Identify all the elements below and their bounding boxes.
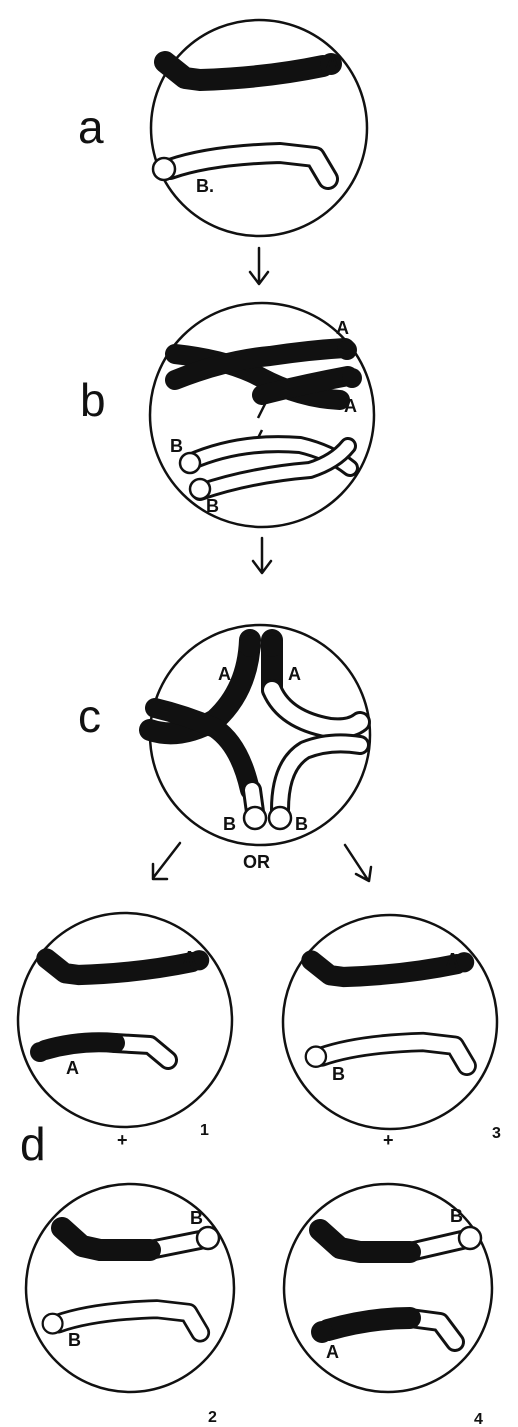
stage-label-d: d [20,1118,46,1170]
label-a-b2: A [344,396,357,416]
number-2: 2 [208,1409,217,1426]
cell-d1 [18,913,232,1127]
plus-right: + [383,1130,394,1150]
label-a-b1: A [336,318,349,338]
label-a-d1b: A [66,1058,79,1078]
label-a-d4: A [326,1342,339,1362]
label-a-d1a: A [183,948,196,968]
label-a-d3: A [446,950,459,970]
label-b-d4: B [450,1206,463,1226]
stage-label-a: a [78,101,104,153]
label-b-c2: B [295,814,308,834]
or-label: OR [243,852,270,872]
number-4: 4 [474,1411,483,1427]
cell-d3 [283,915,497,1129]
number-1: 1 [200,1122,209,1139]
label-b-c1: B [223,814,236,834]
stage-label-c: c [78,690,101,742]
label-b-d2b: B [68,1330,81,1350]
label-b-d2a: B [190,1208,203,1228]
label-b-dot: B. [196,176,214,196]
arrow-right-branch [345,845,371,881]
plus-left: + [117,1130,128,1150]
label-a-c1: A [218,664,231,684]
arrow-left-branch [153,843,180,879]
label-a: A [326,52,339,72]
stage-label-b: b [80,374,106,426]
arrow-b-to-c [253,538,271,573]
label-b-b1: B [170,436,183,456]
label-b-b2: B [206,496,219,516]
number-3: 3 [492,1125,501,1142]
label-a-c2: A [288,664,301,684]
label-b-d3: B [332,1064,345,1084]
arrow-a-to-b [250,248,268,284]
